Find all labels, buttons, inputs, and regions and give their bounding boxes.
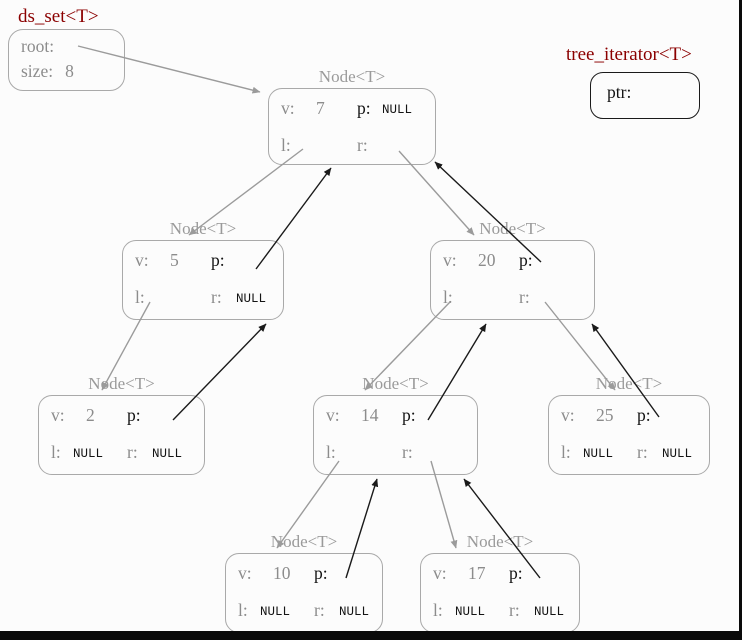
node-25: Node<T> v: 25 p: l: NULL r: NULL [548, 374, 710, 475]
v-value: 5 [170, 250, 179, 270]
parent-pointer-arrow-14-to-20 [427, 323, 487, 421]
tree-iterator-title: tree_iterator<T> [566, 44, 692, 65]
v-label: v: [51, 405, 65, 425]
l-value: NULL [260, 605, 291, 619]
l-label: l: [238, 600, 248, 620]
v-label: v: [281, 98, 295, 118]
ptr-field: ptr: [607, 82, 631, 103]
parent-pointer-arrow-2-to-5 [172, 323, 267, 421]
left-child-arrow-20-to-14 [364, 301, 451, 391]
right-child-arrow-20-to-25 [544, 301, 616, 391]
r-label: r: [211, 287, 222, 307]
left-child-arrow-5-to-2 [101, 301, 151, 391]
parent-pointer-arrow-17-to-14 [463, 478, 541, 579]
v-value: 10 [273, 563, 291, 583]
parent-pointer-arrow-10-to-14 [345, 478, 379, 579]
left-child-arrow-7-to-5 [188, 148, 304, 236]
v-value: 2 [86, 405, 95, 425]
root-field: root: [21, 36, 54, 57]
ptr-field-label: ptr: [607, 82, 632, 102]
v-value: 17 [468, 563, 486, 583]
node-10-title: Node<T> [270, 532, 338, 551]
left-child-arrow-14-to-10 [276, 460, 340, 549]
node-20-box: v: 20 p: l: r: [430, 240, 595, 320]
r-value: NULL [152, 447, 183, 461]
l-label: l: [281, 135, 291, 155]
l-value: NULL [455, 605, 486, 619]
v-label: v: [326, 405, 340, 425]
r-label: r: [314, 600, 325, 620]
p-label: p: [314, 563, 328, 583]
window-bottom-edge [0, 631, 742, 640]
l-value: NULL [73, 447, 104, 461]
parent-pointer-arrow-5-to-7 [255, 167, 332, 270]
p-label: p: [357, 98, 371, 118]
size-field-label: size: [21, 61, 54, 81]
node-14: Node<T> v: 14 p: l: r: [313, 374, 478, 475]
window-right-edge [739, 0, 742, 640]
r-label: r: [509, 600, 520, 620]
r-label: r: [357, 135, 368, 155]
v-value: 7 [316, 98, 325, 118]
p-label: p: [211, 250, 225, 270]
parent-pointer-arrow-25-to-20 [591, 323, 660, 418]
ds-set-box: root: size: 8 [8, 29, 125, 91]
size-field: size: 8 [21, 61, 74, 82]
v-label: v: [135, 250, 149, 270]
r-label: r: [519, 287, 530, 307]
node-14-box: v: 14 p: l: r: [313, 395, 478, 475]
r-label: r: [637, 442, 648, 462]
right-child-arrow-14-to-17 [430, 460, 458, 549]
node-20: Node<T> v: 20 p: l: r: [430, 219, 595, 320]
node-10: Node<T> v: 10 p: l: NULL r: NULL [225, 532, 383, 633]
l-label: l: [433, 600, 443, 620]
v-value: 14 [361, 405, 379, 425]
node-7-title: Node<T> [318, 67, 386, 86]
v-label: v: [443, 250, 457, 270]
node-17-title: Node<T> [466, 532, 534, 551]
r-label: r: [402, 442, 413, 462]
p-label: p: [637, 405, 651, 425]
p-label: p: [509, 563, 523, 583]
node-5-box: v: 5 p: l: r: NULL [122, 240, 284, 320]
node-14-title: Node<T> [362, 374, 429, 393]
v-value: 25 [596, 405, 614, 425]
p-value: NULL [382, 103, 413, 117]
ds-set-title: ds_set<T> [18, 6, 99, 27]
node-7-box: v: 7 p: NULL l: r: [268, 88, 436, 165]
node-25-box: v: 25 p: l: NULL r: NULL [548, 395, 710, 475]
l-label: l: [561, 442, 571, 462]
right-child-arrow-7-to-20 [398, 150, 475, 236]
node-5-title: Node<T> [169, 219, 237, 238]
l-label: l: [326, 442, 336, 462]
l-value: NULL [583, 447, 614, 461]
v-label: v: [561, 405, 575, 425]
l-label: l: [443, 287, 453, 307]
l-label: l: [51, 442, 61, 462]
l-label: l: [135, 287, 145, 307]
v-label: v: [238, 563, 252, 583]
node-7: Node<T> v: 7 p: NULL l: r: [268, 67, 436, 165]
p-label: p: [402, 405, 416, 425]
p-label: p: [127, 405, 141, 425]
parent-pointer-arrow-20-to-7 [434, 161, 542, 263]
node-5: Node<T> v: 5 p: l: r: NULL [122, 219, 284, 320]
r-value: NULL [534, 605, 565, 619]
r-label: r: [127, 442, 138, 462]
p-label: p: [519, 250, 533, 270]
node-20-title: Node<T> [479, 219, 546, 238]
r-value: NULL [339, 605, 370, 619]
tree-iterator-box: ptr: [590, 72, 700, 119]
v-label: v: [433, 563, 447, 583]
size-field-value: 8 [65, 61, 74, 81]
r-value: NULL [662, 447, 693, 461]
v-value: 20 [478, 250, 496, 270]
node-2-box: v: 2 p: l: NULL r: NULL [38, 395, 205, 475]
root-field-label: root: [21, 36, 55, 56]
r-value: NULL [236, 292, 267, 306]
root-pointer-arrow-to-7 [77, 45, 261, 94]
